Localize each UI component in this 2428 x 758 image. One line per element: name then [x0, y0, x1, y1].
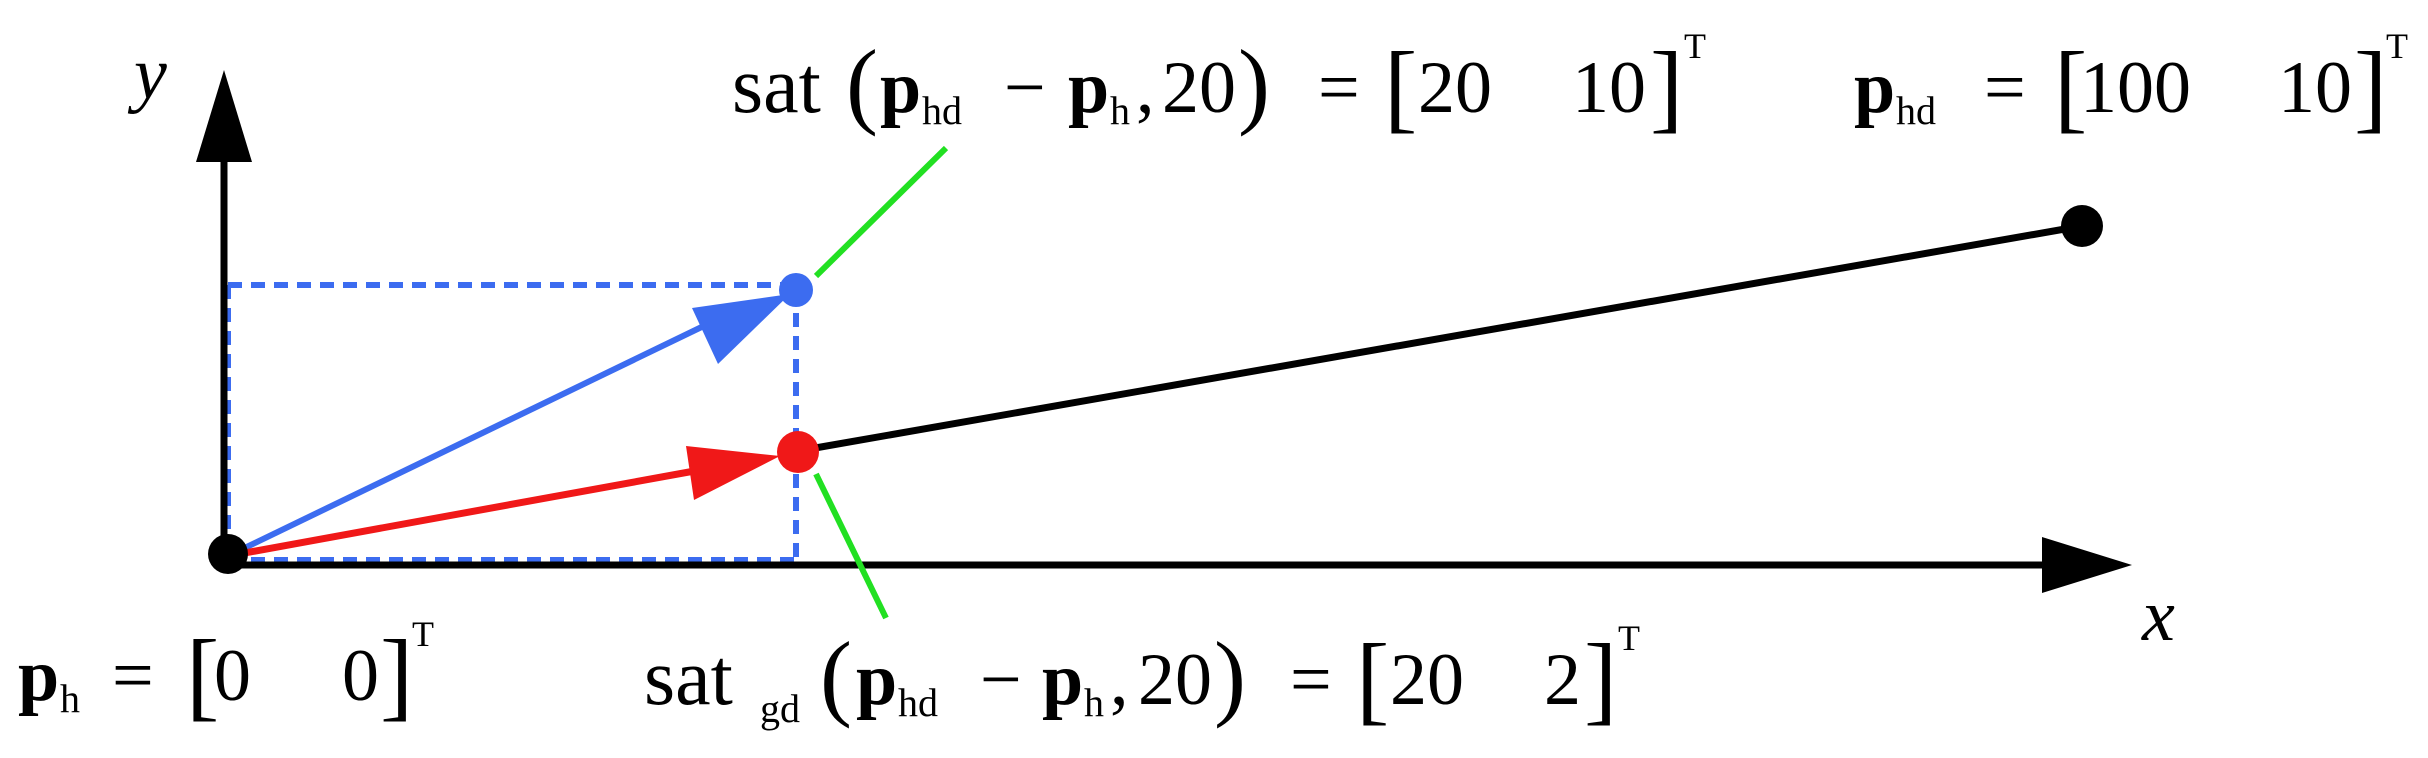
ph-value-2: 0	[342, 635, 379, 717]
ph-transpose: T	[412, 614, 434, 654]
satgd-p2-sub: h	[1084, 680, 1104, 725]
sat-open-paren: (	[846, 30, 878, 137]
sat-label: sat ( p hd − p h , 20 ) = [ 20 10 ] T	[732, 26, 1706, 142]
ph-left-bracket: [	[186, 619, 219, 730]
satgd-open-paren: (	[820, 622, 852, 729]
origin-point	[208, 534, 248, 574]
y-axis-arrowhead	[196, 70, 252, 162]
phd-equals: =	[1984, 47, 2026, 129]
satgd-transpose: T	[1618, 618, 1640, 658]
satgd-right-bracket: ]	[1584, 623, 1617, 734]
phd-value-1: 100	[2080, 47, 2191, 129]
sat-value-1: 20	[1418, 47, 1492, 129]
x-axis-label: x	[2141, 575, 2175, 657]
y-axis-label: y	[127, 33, 167, 115]
satgd-equals: =	[1290, 639, 1332, 721]
sat-func: sat	[732, 42, 821, 130]
axes	[196, 70, 2132, 593]
sat-transpose: T	[1684, 26, 1706, 66]
satgd-p1: p	[856, 639, 897, 721]
x-axis-arrowhead	[2042, 537, 2132, 593]
sat-p1-sub: hd	[922, 88, 962, 133]
phd-point	[2061, 205, 2103, 247]
phd-transpose: T	[2386, 26, 2408, 66]
blue-vector	[226, 294, 790, 559]
satgd-arg: 20	[1138, 639, 1212, 721]
green-leader-sat	[813, 145, 949, 279]
sat-comma: ,	[1136, 47, 1155, 129]
ph-symbol: p	[18, 635, 59, 717]
sat-equals: =	[1318, 47, 1360, 129]
sat-p2-sub: h	[1110, 88, 1130, 133]
ph-value-1: 0	[214, 635, 251, 717]
ph-label: p h = [ 0 0 ] T	[18, 614, 434, 730]
satgd-value-1: 20	[1390, 639, 1464, 721]
red-vector-arrowhead	[686, 446, 780, 500]
satgd-p1-sub: hd	[898, 680, 938, 725]
sat-left-bracket: [	[1384, 31, 1417, 142]
red-vector	[227, 446, 780, 560]
red-vector-shaft	[227, 466, 701, 560]
satgd-close-paren: )	[1214, 622, 1246, 729]
phd-right-bracket: ]	[2354, 31, 2387, 142]
phd-symbol: p	[1854, 47, 1895, 129]
satgd-func-sub: gd	[760, 686, 800, 731]
ph-equals: =	[112, 635, 154, 717]
ph-right-bracket: ]	[380, 619, 413, 730]
sat-minus: −	[1004, 47, 1046, 129]
green-leader-satgd	[813, 472, 889, 620]
sat-right-bracket: ]	[1650, 31, 1683, 142]
phd-subscript: hd	[1896, 88, 1936, 133]
satgd-minus: −	[980, 639, 1022, 721]
blue-point	[779, 273, 813, 307]
satgd-p2: p	[1042, 639, 1083, 721]
satgd-left-bracket: [	[1356, 623, 1389, 734]
satgd-label: sat gd ( p hd − p h , 20 ) = [ 20 2 ] T	[644, 618, 1640, 734]
satgd-comma: ,	[1110, 639, 1129, 721]
blue-vector-shaft	[226, 319, 714, 559]
projection-guides	[225, 282, 799, 563]
sat-close-paren: )	[1238, 30, 1270, 137]
sat-p2: p	[1068, 47, 1109, 129]
blue-vector-arrowhead	[692, 294, 790, 364]
phd-left-bracket: [	[2054, 31, 2087, 142]
sat-p1: p	[880, 47, 921, 129]
phd-label: p hd = [ 100 10 ] T	[1854, 26, 2408, 142]
phd-value-2: 10	[2278, 47, 2352, 129]
satgd-value-2: 2	[1544, 639, 1581, 721]
sat-arg: 20	[1162, 47, 1236, 129]
sat-value-2: 10	[1572, 47, 1646, 129]
ph-subscript: h	[60, 676, 80, 721]
satgd-func: sat	[644, 634, 733, 722]
trajectory-line	[797, 222, 2083, 455]
red-point	[777, 431, 819, 473]
